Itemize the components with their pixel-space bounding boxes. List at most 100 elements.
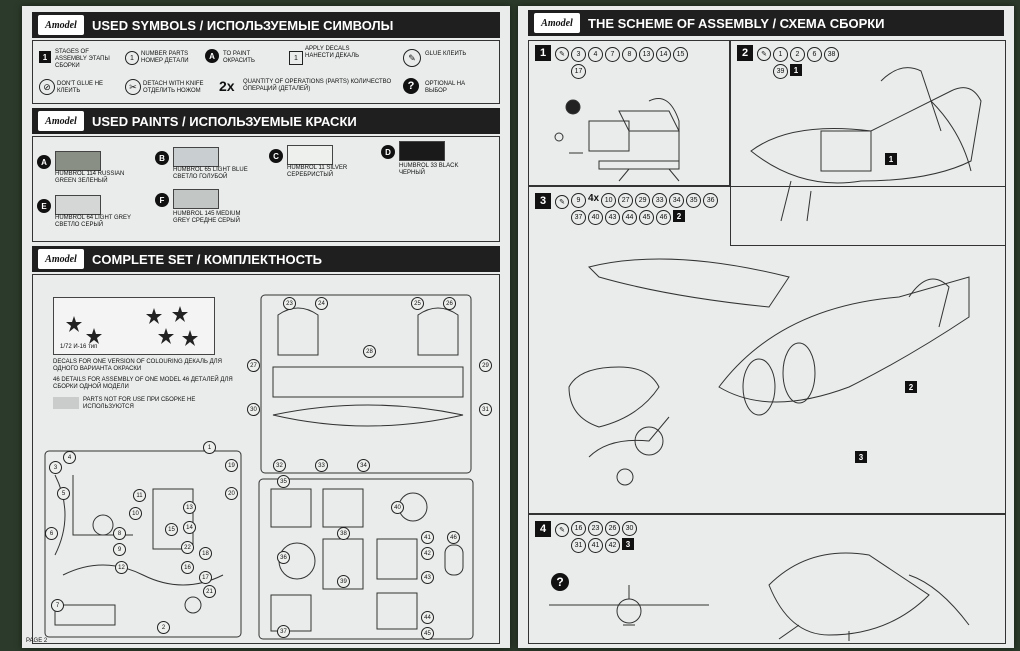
fuselage-diagram (750, 67, 982, 222)
instruction-page-left: Amodel USED SYMBOLS / ИСПОЛЬЗУЕМЫЕ СИМВО… (22, 6, 510, 648)
knife-icon: ✂ (125, 79, 141, 95)
part-number: 11 (133, 489, 146, 502)
glue-icon: ✎ (555, 195, 569, 209)
part-ref: 46 (656, 210, 671, 225)
paint-label: HUMBROL 65 LIGHT BLUE СВЕТЛО ГОЛУБОЙ (173, 167, 248, 180)
part-number: 26 (443, 297, 456, 310)
part-number: 7 (51, 599, 64, 612)
part-number: 27 (247, 359, 260, 372)
paint-letter: D (381, 145, 395, 159)
paint-letter: B (155, 151, 169, 165)
part-number: 23 (283, 297, 296, 310)
decal-ref: 1 (790, 64, 802, 76)
part-number: 37 (277, 625, 290, 638)
part-number: 32 (273, 459, 286, 472)
part-ref: 1 (773, 47, 788, 62)
paint-swatch-f (173, 189, 219, 209)
step-4-panel: 4 ✎ 16 23 26 30 31 41 42 3 ? (528, 514, 1006, 644)
part-ref: 43 (605, 210, 620, 225)
part-number: 21 (203, 585, 216, 598)
symbol-label: DON'T GLUE НЕ КЛЕИТЬ (57, 81, 104, 94)
symbol-label: DETACH WITH KNIFE ОТДЕЛИТЬ НОЖОМ (143, 81, 204, 94)
part-ref: 29 (635, 193, 651, 208)
part-number: 46 (447, 531, 460, 544)
decal-stars (66, 306, 198, 346)
part-number: 18 (199, 547, 212, 560)
set-header: Amodel COMPLETE SET / КОМПЛЕКТНОСТЬ (32, 246, 500, 272)
part-ref: 23 (588, 521, 603, 536)
part-ref: 39 (773, 64, 788, 79)
part-ref: 4 (588, 47, 603, 62)
symbol-label: NUMBER PARTS НОМЕР ДЕТАЛИ (141, 51, 189, 64)
part-ref: 26 (605, 521, 620, 536)
paint-swatch-e (55, 195, 101, 215)
engine-wing-diagram (568, 258, 970, 486)
part-number: 40 (391, 501, 404, 514)
decal-sheet: 1/72 И-16 тип (53, 297, 215, 355)
step-number: 2 (737, 45, 753, 61)
part-number: 5 (57, 487, 70, 500)
paint-letter: C (269, 149, 283, 163)
paint-swatch-c (287, 145, 333, 165)
stage-ref: 1 (885, 153, 897, 165)
paint-label: HUMBROL 145 MEDIUM GREY СРЕДНЕ СЕРЫЙ (173, 211, 241, 224)
symbol-label: TO PAINT ОКРАСИТЬ (223, 51, 255, 64)
part-number: 38 (337, 527, 350, 540)
paint-letter: A (37, 155, 51, 169)
assembly-title: THE SCHEME OF ASSEMBLY / СХЕМА СБОРКИ (588, 15, 885, 31)
paint-letter: E (37, 199, 51, 213)
part-number: 36 (277, 551, 290, 564)
part-ref: 38 (824, 47, 839, 62)
amodel-logo: Amodel (38, 15, 84, 35)
final-assembly-diagram (549, 552, 970, 641)
complete-set-panel: 1/72 И-16 тип DECALS FOR ONE VERSION OF … (32, 274, 500, 644)
part-number: 39 (337, 575, 350, 588)
part-number: 24 (315, 297, 328, 310)
paint-label: HUMBROL 33 BLACK ЧЕРНЫЙ (399, 163, 459, 176)
symbol-label: QUANTITY OF OPERATIONS (PARTS) КОЛИЧЕСТВ… (243, 79, 392, 92)
cockpit-diagram (554, 98, 680, 182)
part-ref: 15 (673, 47, 688, 62)
part-number: 1 (203, 441, 216, 454)
part-ref: 2 (790, 47, 805, 62)
optional-icon: ? (551, 573, 569, 591)
symbols-legend: 1 STAGES OF ASSEMBLY ЭТАПЫ СБОРКИ 1 NUMB… (32, 40, 500, 104)
part-number: 13 (183, 501, 196, 514)
part-ref: 6 (807, 47, 822, 62)
part-ref: 45 (639, 210, 654, 225)
part-number: 2 (157, 621, 170, 634)
part-number: 14 (183, 521, 196, 534)
part-ref: 10 (601, 193, 617, 208)
part-number: 16 (181, 561, 194, 574)
part-number: 8 (113, 527, 126, 540)
part-ref: 36 (703, 193, 719, 208)
part-number: 34 (357, 459, 370, 472)
paint-label: HUMBROL 114 RUSSIAN GREEN ЗЕЛЕНЫЙ (55, 171, 125, 184)
paint-swatch-b (173, 147, 219, 167)
part-number: 35 (277, 475, 290, 488)
paint-icon: A (205, 49, 219, 63)
part-ref: 34 (669, 193, 685, 208)
part-ref: 42 (605, 538, 620, 553)
part-ref: 3 (571, 47, 586, 62)
decal-note: DECALS FOR ONE VERSION OF COLOURING ДЕКА… (53, 359, 222, 372)
part-ref: 37 (571, 210, 586, 225)
quantity-label: 4x (588, 193, 600, 204)
step-2-panel: 2 ✎ 1 2 6 38 39 1 1 (730, 40, 1006, 246)
part-number: 28 (363, 345, 376, 358)
step-4-parts: 16 23 26 30 31 41 42 3 (571, 521, 647, 553)
paints-title: USED PAINTS / ИСПОЛЬЗУЕМЫЕ КРАСКИ (92, 113, 357, 129)
stage-ref: 2 (905, 381, 917, 393)
assembly-header: Amodel THE SCHEME OF ASSEMBLY / СХЕМА СБ… (528, 10, 1004, 36)
part-number: 33 (315, 459, 328, 472)
part-number: 10 (129, 507, 142, 520)
glue-icon: ✎ (555, 47, 569, 61)
part-number: 19 (225, 459, 238, 472)
paint-label: HUMBROL 64 LIGHT GREY СВЕТЛО СЕРЫЙ (55, 215, 131, 228)
paint-label: HUMBROL 11 SILVER СЕРЕБРИСТЫЙ (287, 165, 348, 178)
quantity-icon: 2x (219, 78, 235, 94)
part-ref: 17 (571, 64, 586, 79)
paint-swatch-a (55, 151, 101, 171)
part-number: 44 (421, 611, 434, 624)
decal-sheet-label: 1/72 И-16 тип (60, 344, 98, 350)
